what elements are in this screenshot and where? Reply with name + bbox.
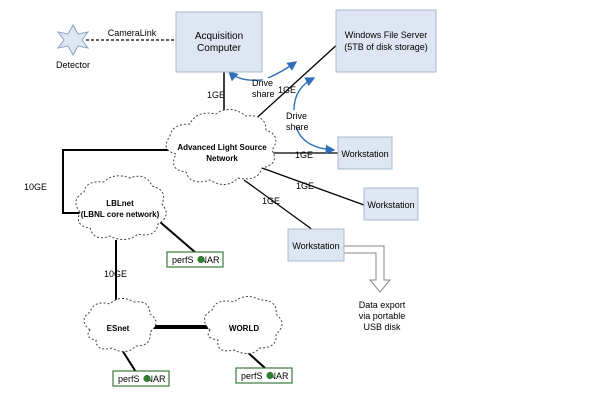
perfsonar-badge-esnet: perfSONAR <box>112 370 170 387</box>
als-network-cloud <box>165 109 277 185</box>
link-als-lblnet <box>62 149 172 214</box>
detector-icon <box>56 23 90 57</box>
link-label-als-lblnet: 10GE <box>24 182 47 192</box>
drive-share-label-2b: share <box>286 122 309 132</box>
link-label-als-fileserver: 1GE <box>278 85 296 95</box>
world-cloud <box>204 296 283 354</box>
esnet-cloud <box>83 298 157 352</box>
export-label-2: via portable <box>359 311 406 321</box>
svg-text:perfSONAR: perfSONAR <box>241 371 289 381</box>
drive-share-arrow-up <box>293 77 316 111</box>
acquisition-computer-label-1: Acquisition <box>195 31 243 42</box>
cameralink-label: CameraLink <box>108 28 157 38</box>
lblnet-label-1: LBLnet <box>106 199 134 208</box>
drive-share-arrow-workstation <box>295 125 336 155</box>
file-server-label-1: Windows File Server <box>345 30 428 40</box>
workstation-box-3 <box>287 228 345 262</box>
workstation-label-3: Workstation <box>292 241 339 251</box>
export-arrow <box>343 245 392 293</box>
esnet-label: ESnet <box>107 324 130 333</box>
workstation-box-2 <box>363 187 419 221</box>
perfsonar-logo-dot <box>143 374 151 383</box>
svg-text:perfSONAR: perfSONAR <box>118 374 166 384</box>
detector-label: Detector <box>56 60 90 70</box>
perfsonar-badge-world: perfSONAR <box>235 367 293 384</box>
drive-share-arrow-acq <box>227 71 263 82</box>
drive-share-label-1a: Drive <box>252 78 273 88</box>
link-esnet-perfsonar <box>121 349 137 373</box>
link-als-workstation-3 <box>243 179 325 239</box>
workstation-label-1: Workstation <box>341 149 388 159</box>
link-label-workstation-2: 1GE <box>296 181 314 191</box>
svg-text:perfSONAR: perfSONAR <box>172 255 220 265</box>
perfsonar-badge-lblnet: perfSONAR <box>166 251 224 268</box>
acquisition-computer-box <box>175 11 263 73</box>
link-label-lblnet-esnet: 10GE <box>104 269 127 279</box>
als-network-label-1: Advanced Light Source <box>177 143 267 152</box>
world-label: WORLD <box>229 324 259 333</box>
drive-share-label-2a: Drive <box>286 111 307 121</box>
file-server-box <box>335 9 437 73</box>
link-label-acq-als: 1GE <box>207 90 225 100</box>
link-als-fileserver <box>249 41 341 125</box>
perfsonar-logo-dot <box>266 371 274 380</box>
link-lblnet-perfsonar <box>159 221 197 254</box>
drive-share-label-1b: share <box>252 89 275 99</box>
link-label-workstation-1: 1GE <box>295 150 313 160</box>
drive-share-arrow-fileserver <box>267 61 298 79</box>
lblnet-cloud <box>75 175 167 240</box>
workstation-label-2: Workstation <box>367 200 414 210</box>
link-label-workstation-3: 1GE <box>262 196 280 206</box>
export-label-1: Data export <box>359 300 406 310</box>
export-label-3: USB disk <box>363 322 401 332</box>
als-network-label-2: Network <box>206 154 238 163</box>
perfsonar-logo-dot <box>197 255 205 264</box>
acquisition-computer-label-2: Computer <box>197 43 242 54</box>
file-server-label-2: (5TB of disk storage) <box>344 42 428 52</box>
link-als-workstation-2 <box>261 167 365 206</box>
lblnet-label-2: (LBNL core network) <box>81 210 160 219</box>
workstation-box-1 <box>337 136 393 170</box>
